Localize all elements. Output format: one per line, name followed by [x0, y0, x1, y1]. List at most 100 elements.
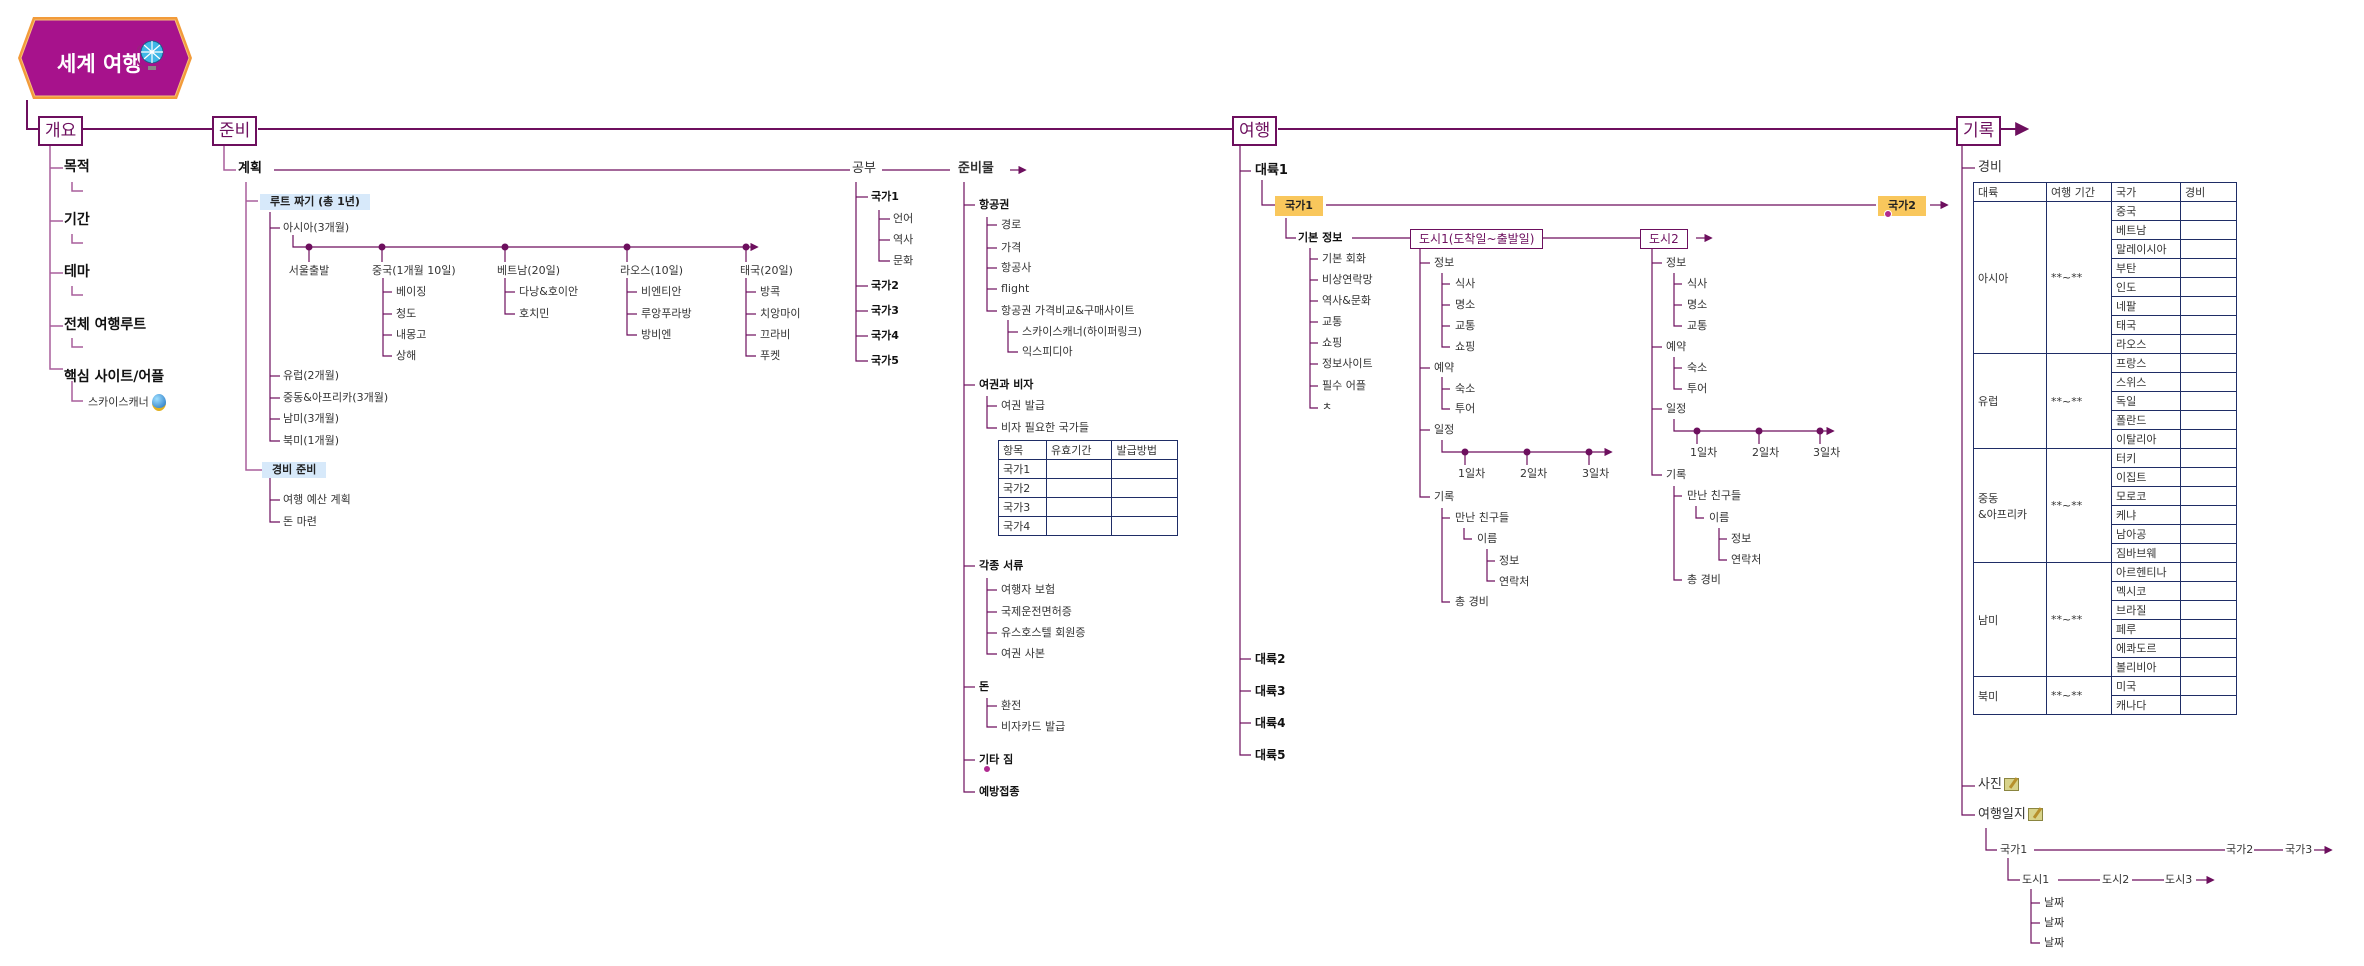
study-node[interactable]: 공부: [852, 161, 876, 176]
city-item[interactable]: 명소: [1455, 298, 1476, 311]
city-item[interactable]: 투어: [1687, 382, 1708, 395]
region-node[interactable]: 남미(3개월): [283, 412, 340, 425]
study-country[interactable]: 국가1: [871, 190, 899, 203]
expand-plus-icon[interactable]: [1884, 210, 1892, 218]
expense-node[interactable]: 경비: [1978, 160, 2002, 175]
timeline-stop[interactable]: 서울출발: [288, 264, 330, 277]
passport-item[interactable]: 여권 발급: [1001, 399, 1045, 412]
city-section[interactable]: 일정: [1666, 402, 1687, 415]
city-node[interactable]: 방콕: [760, 285, 781, 298]
study-country[interactable]: 국가3: [871, 304, 899, 317]
city-item[interactable]: 교통: [1687, 319, 1708, 332]
city-section[interactable]: 기록: [1434, 490, 1455, 503]
ticket-item[interactable]: 가격: [1001, 241, 1022, 254]
study-country[interactable]: 국가4: [871, 329, 899, 342]
day-node[interactable]: 2일차: [1752, 446, 1780, 459]
study-country[interactable]: 국가5: [871, 354, 899, 367]
continent-node[interactable]: 대륙5: [1255, 748, 1286, 762]
journal-date[interactable]: 날짜: [2044, 916, 2065, 929]
expand-plus-icon[interactable]: [983, 765, 991, 773]
timeline-stop[interactable]: 베트남(20일): [497, 264, 561, 277]
topic-overview[interactable]: 개요: [38, 116, 84, 146]
city1-node[interactable]: 도시1(도착일~출발일): [1410, 229, 1544, 249]
budget-item[interactable]: 여행 예산 계획: [283, 493, 351, 506]
city-item[interactable]: 식사: [1687, 277, 1708, 290]
basic-info-item[interactable]: 쇼핑: [1322, 336, 1343, 349]
journal-date[interactable]: 날짜: [2044, 936, 2065, 949]
passport-item[interactable]: 비자 필요한 국가들: [1001, 421, 1089, 434]
city-node[interactable]: 다낭&호이안: [519, 285, 579, 298]
city-item[interactable]: 정보: [1731, 532, 1752, 545]
timeline-stop[interactable]: 태국(20일): [740, 264, 793, 277]
region-node[interactable]: 중동&아프리카(3개월): [283, 391, 389, 404]
city-item[interactable]: 총 경비: [1455, 595, 1489, 608]
asia-node[interactable]: 아시아(3개월): [283, 221, 350, 234]
city-item[interactable]: 만난 친구들: [1455, 511, 1510, 524]
journal-date[interactable]: 날짜: [2044, 896, 2065, 909]
city-item[interactable]: 식사: [1455, 277, 1476, 290]
ticket-item[interactable]: 항공권 가격비교&구매사이트: [1001, 304, 1135, 317]
city-item[interactable]: 총 경비: [1687, 573, 1721, 586]
docs-item[interactable]: 국제운전면허증: [1001, 605, 1072, 618]
journal-city[interactable]: 도시2: [2102, 873, 2130, 886]
timeline-stop[interactable]: 라오스(10일): [620, 264, 684, 277]
overview-item[interactable]: 기간: [64, 212, 90, 228]
budget-item[interactable]: 돈 마련: [283, 515, 317, 528]
city-node[interactable]: 끄라비: [760, 328, 791, 341]
study-topic[interactable]: 언어: [893, 212, 914, 225]
passport-node[interactable]: 여권과 비자: [979, 378, 1034, 391]
continent-node[interactable]: 대륙2: [1255, 652, 1286, 666]
money-node[interactable]: 돈: [979, 680, 990, 693]
basic-info-item[interactable]: 필수 어플: [1322, 379, 1366, 392]
journal-node[interactable]: 여행일지: [1978, 808, 2043, 822]
booking-site-link[interactable]: 스카이스캐너(하이퍼링크): [1022, 325, 1142, 338]
topic-record[interactable]: 기록: [1956, 116, 2002, 146]
docs-item[interactable]: 여행자 보험: [1001, 583, 1056, 596]
ticket-item[interactable]: 항공사: [1001, 261, 1032, 274]
day-node[interactable]: 1일차: [1690, 446, 1718, 459]
topic-prep[interactable]: 준비: [212, 116, 258, 146]
city-section[interactable]: 정보: [1434, 256, 1455, 269]
overview-item[interactable]: 핵심 사이트/어플: [64, 369, 165, 385]
overview-item[interactable]: 테마: [64, 264, 90, 280]
city-node[interactable]: 청도: [396, 307, 417, 320]
vaccine-node[interactable]: 예방접종: [979, 785, 1020, 798]
journal-city[interactable]: 도시3: [2165, 873, 2193, 886]
city-node[interactable]: 루앙푸라방: [641, 307, 692, 320]
city-item[interactable]: 숙소: [1687, 361, 1708, 374]
city-item[interactable]: 교통: [1455, 319, 1476, 332]
city-item[interactable]: 정보: [1499, 554, 1520, 567]
city-item[interactable]: 이름: [1477, 532, 1498, 545]
city-item[interactable]: 연락처: [1499, 575, 1530, 588]
timeline-stop[interactable]: 중국(1개월 10일): [371, 264, 456, 277]
basic-info-item[interactable]: 교통: [1322, 315, 1343, 328]
basic-info-node[interactable]: 기본 정보: [1298, 231, 1343, 244]
city-node[interactable]: 푸켓: [760, 349, 781, 362]
docs-item[interactable]: 유스호스텔 회원증: [1001, 626, 1086, 639]
continent-node[interactable]: 대륙1: [1255, 163, 1288, 178]
ticket-item[interactable]: flight: [1001, 282, 1030, 295]
docs-node[interactable]: 각종 서류: [979, 559, 1024, 572]
docs-item[interactable]: 여권 사본: [1001, 647, 1045, 660]
basic-info-item[interactable]: 역사&문화: [1322, 294, 1372, 307]
photos-node[interactable]: 사진: [1978, 778, 2019, 792]
money-item[interactable]: 비자카드 발급: [1001, 720, 1066, 733]
misc-node[interactable]: 기타 짐: [979, 753, 1014, 766]
journal-city[interactable]: 도시1: [2022, 873, 2050, 886]
money-item[interactable]: 환전: [1001, 699, 1022, 712]
supplies-node[interactable]: 준비물: [958, 161, 994, 176]
budget-node[interactable]: 경비 준비: [262, 462, 327, 478]
basic-info-item[interactable]: 비상연락망: [1322, 273, 1373, 286]
city-item[interactable]: 숙소: [1455, 382, 1476, 395]
topic-travel[interactable]: 여행: [1232, 116, 1278, 146]
region-node[interactable]: 유럽(2개월): [283, 369, 340, 382]
plan-node[interactable]: 계획: [238, 161, 262, 176]
day-node[interactable]: 1일차: [1458, 467, 1486, 480]
root-node[interactable]: 세계 여행: [17, 16, 193, 100]
city-item[interactable]: 이름: [1709, 511, 1730, 524]
city-node[interactable]: 상해: [396, 349, 417, 362]
city-item[interactable]: 투어: [1455, 402, 1476, 415]
city-section[interactable]: 일정: [1434, 423, 1455, 436]
city-node[interactable]: 내몽고: [396, 328, 427, 341]
overview-item[interactable]: 목적: [64, 159, 90, 175]
